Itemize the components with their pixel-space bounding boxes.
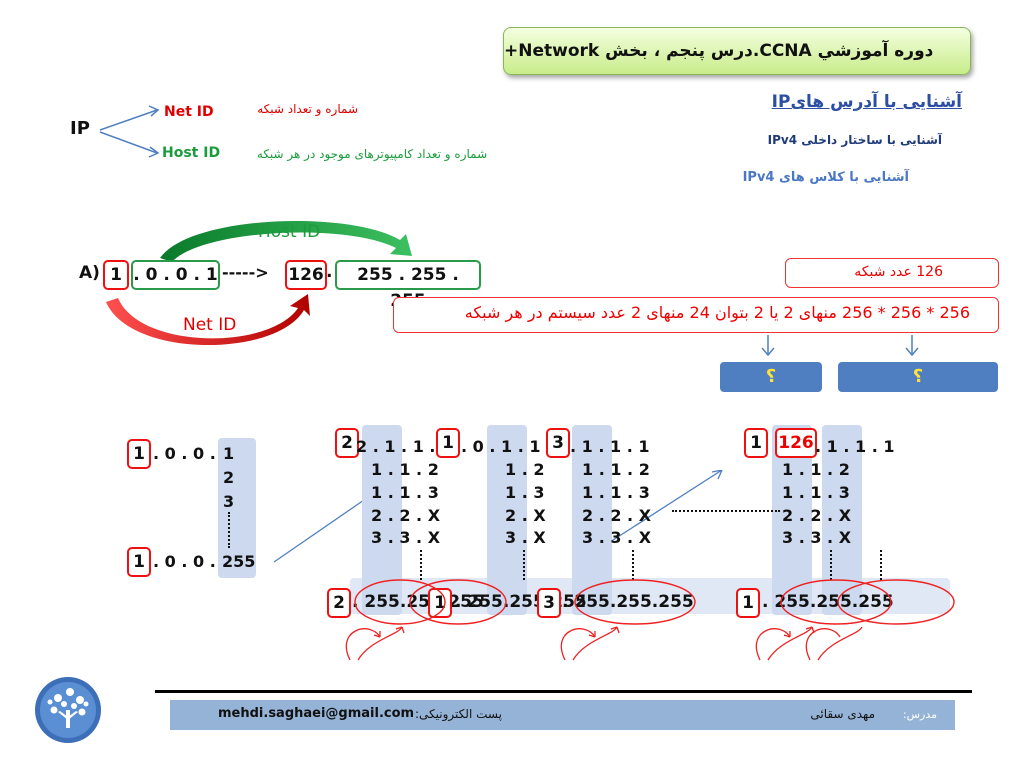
grid-c-row-3: 1 . 1 . 3: [582, 483, 650, 502]
grid-d-row-2: 1 . 1 . 2: [782, 460, 850, 479]
network-count-box: 126 عدد شبکه: [785, 258, 999, 288]
grid-b-row-1: . 0 . 1 . 1: [461, 437, 541, 456]
grid-net-box-1: 1: [436, 428, 460, 458]
host-id-high-octets: 255 . 255 . 255: [335, 260, 481, 311]
host-id-arc-label: Host ID: [258, 222, 321, 242]
grid-a-row-3: 1 . 1 . 3: [371, 483, 439, 502]
left-host-1: 1: [223, 444, 235, 463]
left-host-255: 255: [222, 552, 256, 571]
bottom-row-c: . 255.255.255: [562, 592, 694, 612]
footer-teacher: مهدی سقائی: [810, 707, 875, 721]
grid-net-box-2: 2: [335, 428, 359, 458]
tree-logo-icon: [35, 677, 101, 743]
grid-net-box-126: 126: [775, 428, 817, 458]
bottom-ellipses: [345, 579, 955, 661]
network-count: 126 عدد شبکه: [854, 264, 943, 280]
host-formula-box: 256 * 256 * 256 منهای 2 یا 2 بتوان 24 من…: [393, 297, 999, 333]
footer-teacher-label: مدرس:: [902, 708, 937, 721]
toc-heading[interactable]: آشنایی با آدرس هایIP: [771, 92, 962, 112]
lesson-title: دوره آموزشي CCNA.درس پنجم ، بخش Network+: [504, 41, 934, 61]
footer-bar: mehdi.saghaei@gmail.com پست الکترونیکی: …: [170, 700, 955, 730]
class-a-prefix: A): [79, 263, 100, 283]
left-host-3: 3: [223, 492, 235, 511]
grid-b-row-2: 1 . 2: [505, 460, 545, 479]
grid-a-row-4: 2 . 2 . X: [371, 506, 441, 525]
left-row-bottom: . 0 . 0 .: [153, 552, 216, 571]
question-button-left[interactable]: ؟: [720, 362, 822, 392]
bottom-net-box-1b: 1: [736, 588, 760, 618]
grid-a-row-5: 3 . 3 . X: [371, 528, 441, 547]
bottom-net-box-1: 1: [428, 588, 452, 618]
id-arcs: [106, 220, 412, 346]
bottom-net-box-3: 3: [537, 588, 561, 618]
grid-d-row-1: . 1 . 1 . 1: [815, 437, 895, 456]
grid-net-box-1b: 1: [744, 428, 768, 458]
grid-b-row-3: 1 . 3: [505, 483, 545, 502]
grid-a-row-2: 1 . 1 . 2: [371, 460, 439, 479]
left-net-box-top: 1: [127, 439, 151, 469]
grid-c-row-4: 2 . 2 . X: [582, 506, 652, 525]
grid-c-row-1: . 1 . 1 . 1: [570, 437, 650, 456]
dots-b: [523, 550, 525, 580]
left-row-top: . 0 . 0 .: [153, 444, 216, 463]
ip-branch-arrows: [99, 105, 160, 158]
grid-c-row-2: 1 . 1 . 2: [582, 460, 650, 479]
toc-item-structure[interactable]: آشنایی با ساختار داخلی IPv4: [767, 133, 942, 147]
dots-e: [880, 550, 882, 580]
host-formula: 256 * 256 * 256 منهای 2 یا 2 بتوان 24 من…: [464, 303, 970, 322]
ip-root-label: IP: [70, 118, 90, 139]
grid-ellipsis: [672, 510, 780, 512]
grid-net-box-3: 3: [546, 428, 570, 458]
bottom-row-d: . 255.255.255: [762, 592, 894, 612]
net-id-high-octet: 126: [285, 260, 327, 290]
footer-email[interactable]: mehdi.saghaei@gmail.com: [218, 706, 415, 721]
grid-d-row-3: 1 . 1 . 3: [782, 483, 850, 502]
left-net-box-bottom: 1: [127, 547, 151, 577]
left-host-2: 2: [223, 468, 235, 487]
footer-email-label: پست الکترونیکی:: [415, 707, 502, 721]
footer-rule: [155, 690, 972, 693]
net-id-arc-label: Net ID: [183, 315, 237, 335]
net-id-label: Net ID: [164, 104, 214, 120]
bottom-net-box-2: 2: [327, 588, 351, 618]
left-ellipsis: [228, 512, 230, 548]
net-id-description: شماره و تعداد شبکه: [257, 102, 358, 116]
toc-item-classes[interactable]: آشنایی با کلاس های IPv4: [742, 170, 909, 185]
dots-c: [632, 550, 634, 580]
grid-b-row-5: 3 . X: [505, 528, 546, 547]
dots-d: [830, 550, 832, 580]
host-id-low-octets: . 0 . 0 . 1: [131, 260, 220, 290]
lesson-title-banner: دوره آموزشي CCNA.درس پنجم ، بخش Network+: [503, 27, 971, 75]
octet-dot: .: [326, 262, 333, 282]
net-id-first-octet: 1: [103, 260, 129, 290]
down-arrows: [761, 335, 919, 357]
dots-a: [420, 550, 422, 580]
grid-b-row-4: 2 . X: [505, 506, 546, 525]
host-id-description: شماره و تعداد کامپیوترهای موجود در هر شب…: [256, 147, 488, 161]
host-column-left: [218, 438, 256, 578]
range-arrow: ----->: [222, 263, 269, 282]
grid-d-row-4: 2 . 2 . X: [782, 506, 852, 525]
question-button-right[interactable]: ؟: [838, 362, 998, 392]
host-id-label: Host ID: [162, 145, 221, 161]
grid-c-row-5: 3 . 3 . X: [582, 528, 652, 547]
grid-d-row-5: 3 . 3 . X: [782, 528, 852, 547]
